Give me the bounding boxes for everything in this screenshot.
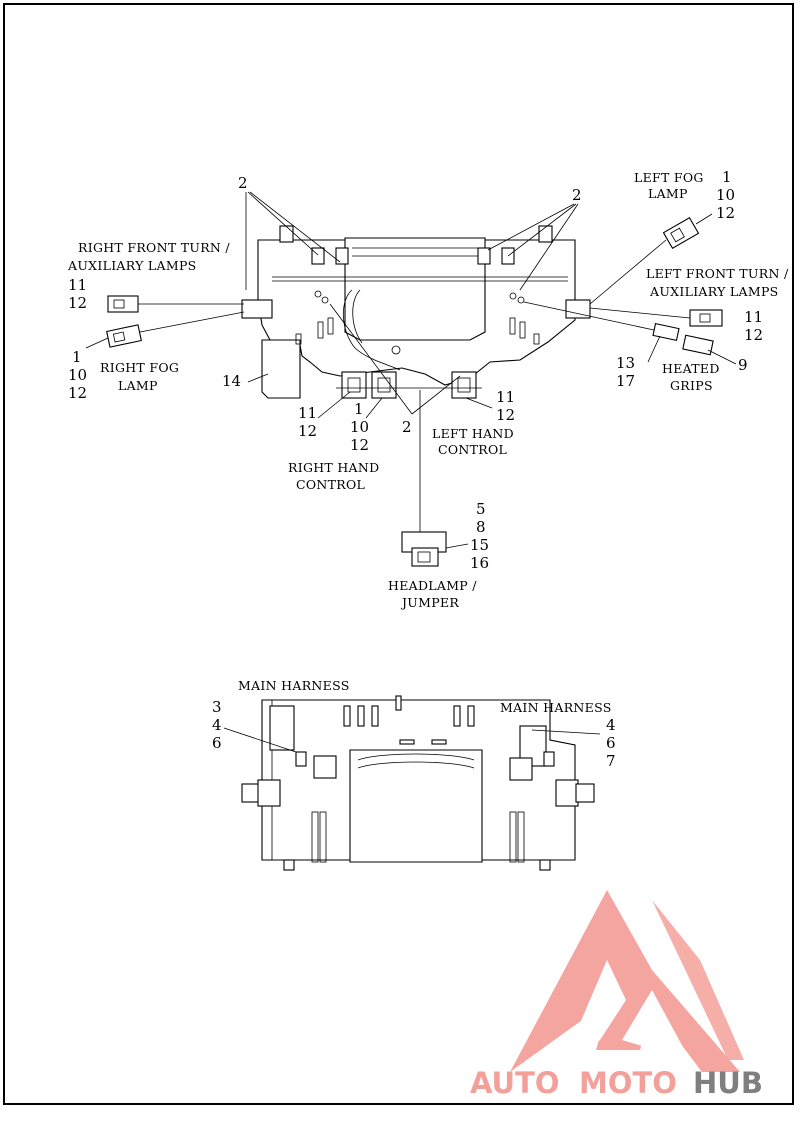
label-right-hand-control-2: CONTROL xyxy=(296,477,365,492)
label-left-hand-control-2: CONTROL xyxy=(438,442,507,457)
callout-12-right-fog: 12 xyxy=(68,384,87,402)
callout-13-heated-grips: 13 xyxy=(616,354,635,372)
label-heated-grips-2: GRIPS xyxy=(670,378,713,393)
callout-10-left-fog: 10 xyxy=(716,186,735,204)
callout-17-heated-grips: 17 xyxy=(616,372,635,390)
heated-grips-connectors xyxy=(652,322,714,356)
callout-1-right-hand: 1 xyxy=(354,400,364,418)
top-harness-assembly xyxy=(241,225,591,399)
label-heated-grips-1: HEATED xyxy=(662,361,720,376)
callout-12b-right-hand: 12 xyxy=(350,436,369,454)
callout-10-right-hand: 10 xyxy=(350,418,369,436)
callout-4-bottom-left: 4 xyxy=(212,716,222,734)
label-right-fog-2: LAMP xyxy=(118,378,158,393)
label-headlamp-1: HEADLAMP / xyxy=(388,578,477,593)
left-front-turn-connector xyxy=(689,309,723,327)
callout-1-right-fog: 1 xyxy=(72,348,82,366)
callout-11-right-front-turn: 11 xyxy=(68,276,87,294)
left-fog-connector xyxy=(662,216,700,250)
watermark-logo xyxy=(510,890,744,1072)
bottom-harness-assembly xyxy=(241,695,595,871)
callout-7-bottom-right: 7 xyxy=(606,752,616,770)
label-main-harness-right: MAIN HARNESS xyxy=(500,700,612,715)
callout-11-left-front-turn: 11 xyxy=(744,308,763,326)
callout-11-right-hand: 11 xyxy=(298,404,317,422)
label-right-fog-1: RIGHT FOG xyxy=(100,360,179,375)
callout-4-bottom-right: 4 xyxy=(606,716,616,734)
label-left-fog-2: LAMP xyxy=(648,186,688,201)
watermark-hub: HUB xyxy=(693,1066,763,1100)
callout-5-headlamp: 5 xyxy=(476,500,486,518)
callout-1-left-fog: 1 xyxy=(722,168,732,186)
callout-15-headlamp: 15 xyxy=(470,536,489,554)
callout-2-right: 2 xyxy=(572,186,582,204)
label-headlamp-2: JUMPER xyxy=(400,595,459,610)
callout-9-heated-grips: 9 xyxy=(738,356,748,374)
callout-12-left-hand: 12 xyxy=(496,406,515,424)
callout-2-center: 2 xyxy=(402,418,412,436)
headlamp-jumper-connector xyxy=(401,531,447,567)
page-frame xyxy=(3,3,794,1105)
label-main-harness-left: MAIN HARNESS xyxy=(238,678,350,693)
callout-12-left-fog: 12 xyxy=(716,204,735,222)
label-left-fog-1: LEFT FOG xyxy=(634,170,704,185)
callout-12-right-hand: 12 xyxy=(298,422,317,440)
right-front-turn-connector xyxy=(107,295,139,313)
label-right-front-turn-2: AUXILIARY LAMPS xyxy=(67,258,197,273)
watermark-moto: MOTO xyxy=(579,1066,677,1100)
right-fog-connector xyxy=(106,324,142,348)
callout-14: 14 xyxy=(222,372,241,390)
callout-8-headlamp: 8 xyxy=(476,518,486,536)
watermark-auto: AUTO xyxy=(470,1066,560,1100)
leader-lines-bottom xyxy=(223,727,601,753)
callout-11-left-hand: 11 xyxy=(496,388,515,406)
callout-10-right-fog: 10 xyxy=(68,366,87,384)
label-left-front-turn-1: LEFT FRONT TURN / xyxy=(646,266,789,281)
label-right-front-turn-1: RIGHT FRONT TURN / xyxy=(78,240,230,255)
callout-6-bottom-right: 6 xyxy=(606,734,616,752)
callout-3-bottom-left: 3 xyxy=(212,698,222,716)
callout-12-right-front-turn: 12 xyxy=(68,294,87,312)
callout-2-left: 2 xyxy=(238,174,248,192)
label-right-hand-control-1: RIGHT HAND xyxy=(288,460,379,475)
callout-12-left-front-turn: 12 xyxy=(744,326,763,344)
label-left-hand-control-1: LEFT HAND xyxy=(432,426,514,441)
leader-lines-top xyxy=(85,191,737,549)
label-left-front-turn-2: AUXILIARY LAMPS xyxy=(649,284,779,299)
callout-6-bottom-left: 6 xyxy=(212,734,222,752)
callout-16-headlamp: 16 xyxy=(470,554,489,572)
